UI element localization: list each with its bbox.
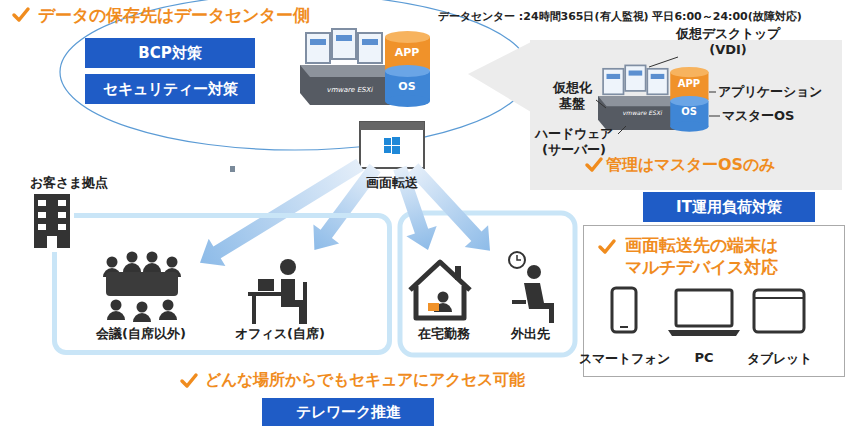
bench [512,300,526,304]
part-name: マスターOS [722,108,794,124]
building-window [38,224,46,230]
pc-base [668,330,740,336]
location-icon: 外出先 [490,245,570,343]
building-door [47,236,57,250]
node-text: 会議(自席以外) [96,325,186,343]
check-mark [14,9,28,20]
location-icon: 在宅勤務 [405,250,483,343]
node-text: 画面転送 [348,174,436,192]
part-name: 仮想化 基盤 [546,80,598,112]
part-label: APP [669,78,709,89]
leader-line [709,116,720,117]
window-titlebar [360,122,424,130]
part-label: OS [669,106,709,117]
person-icon [133,302,151,323]
person-body [281,279,305,324]
building-window [38,200,46,206]
detail-panel [530,40,842,190]
building-icon [32,192,72,250]
windows-logo [384,138,391,145]
part-name: アプリケーション [718,84,822,100]
measure-box: セキュリティー対策 [85,74,255,104]
smartphone-button [620,326,628,328]
device-name: スマートフォン [578,350,670,368]
building-window [38,212,46,218]
leader-line [649,57,678,67]
tablet-icon [754,290,804,332]
measure-box: BCP対策 [85,38,255,68]
house-icon [410,262,470,318]
leader-line [618,126,626,134]
part-name: 仮想デスクトップ (VDI) [672,26,784,58]
windows-logo [384,146,391,153]
node-text: お客さま拠点 [30,174,108,192]
windows-logo [392,137,400,145]
desk [248,292,284,296]
laptop [258,279,274,291]
measure-box: IT運用負荷対策 [643,192,815,222]
node-text: セキュリティー対策 [103,80,238,99]
clock-icon [509,252,525,268]
measure-box: テレワーク推進 [262,398,434,426]
node-text: テレワーク推進 [296,403,401,422]
product-mark: vmware ESXi [306,86,394,94]
building-window [58,224,66,230]
meeting-table [106,272,178,296]
part-label: APP [387,46,427,59]
check-mark [587,159,601,170]
smartphone-icon [612,288,636,332]
note-text: データの保存先はデータセンター側 [38,4,310,27]
screen-transfer-window: 画面転送 [360,122,424,168]
node-text: 在宅勤務 [418,325,470,343]
windows-logo [392,146,400,154]
tablet-bezel [754,297,804,299]
node-text: 画面転送先の端末は マルチデバイス対応 [614,234,789,278]
node-text: IT運用負荷対策 [676,198,782,217]
note-text: どんな場所からでもセキュアにアクセス可能 [205,370,525,391]
person-body [524,283,554,323]
pc-icon [676,290,732,326]
person-icon [159,300,177,321]
person-head [280,259,296,275]
server-illustration [598,65,709,131]
location-icon: オフィス(自席) [225,250,335,343]
leader-line [709,92,716,93]
product-mark: vmware ESXi [605,109,680,116]
leader-line [596,100,606,108]
window-frame [360,122,424,168]
building-window [58,200,66,206]
small-marker [230,166,235,172]
location-icon: 会議(自席以外) [82,255,200,343]
house-chimney [455,266,461,280]
check-mark [600,241,614,252]
person-icon [143,252,161,273]
note-text: 管理はマスターOSのみ [606,155,775,176]
person-icon [123,252,141,273]
chair [303,282,307,324]
person-icon [107,300,125,321]
part-name: ハードウェア (サーバー) [530,126,618,158]
person-head [527,265,541,279]
callout-wedge [468,42,531,112]
device-name: PC [686,350,722,365]
node-text: BCP対策 [138,44,201,63]
laptop [428,303,439,311]
part-label: OS [387,80,427,93]
building-window [58,212,66,218]
server-illustration [300,29,430,107]
transfer-arrow [408,163,490,251]
desk-leg [252,296,256,324]
device-name: タブレット [744,350,814,368]
customer-site-group: お客さま拠点会議(自席以外)オフィス(自席) [52,213,392,355]
node-text: 外出先 [511,325,550,343]
check-mark [182,375,196,386]
clock-hands [517,255,521,260]
datacenter-note: データセンター :24時間365日(有人監視) 平日6:00～24:00(故障対… [438,9,802,24]
node-text: オフィス(自席) [235,325,325,343]
